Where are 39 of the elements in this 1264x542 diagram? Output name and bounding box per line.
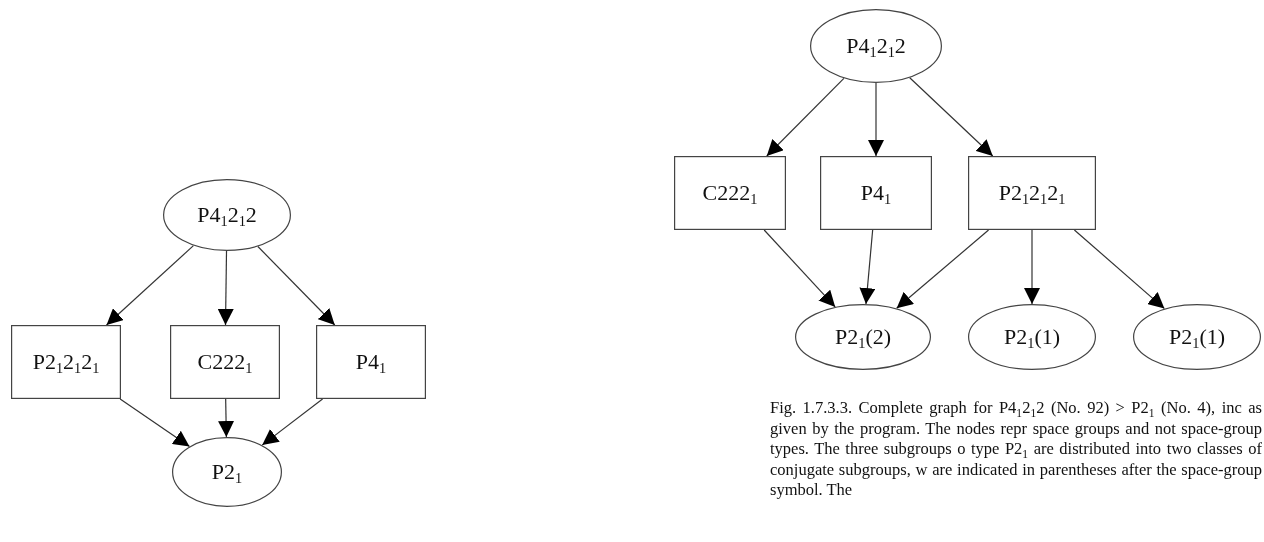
arrow	[119, 398, 191, 447]
node-label: P2$_{1}$	[211, 459, 243, 485]
node-label: P2$_{1}$(2)	[834, 324, 892, 350]
arrow	[868, 82, 884, 157]
ellipse-node	[795, 304, 931, 370]
ellipse-node	[968, 304, 1096, 370]
arrow	[105, 245, 195, 326]
box-node	[316, 325, 426, 399]
node-label: P2$_{1}$2$_{1}$2$_{1}$	[998, 180, 1066, 206]
figure-caption: Fig. 1.7.3.3. Complete graph for P4$_{1}$2$_{1}$2 (No. 92) > P2$_{1}$ (No. 4), inc as given by the program. The nodes repr space groups and not space-group types. The three subgroups o type P2$_{1}$ are distributed into two classes of conjugate subgroups, w are indicated in parentheses after the space-group symbol. The	[770, 398, 1262, 501]
arrow	[859, 229, 876, 305]
arrow	[217, 250, 234, 326]
node-label: P4$_{1}$	[860, 180, 892, 206]
arrow	[257, 245, 336, 326]
arrow	[766, 77, 845, 157]
arrow	[1073, 229, 1166, 310]
box-node	[11, 325, 121, 399]
node-label: C222$_{1}$	[702, 180, 758, 206]
node-label: P2$_{1}$2$_{1}$2$_{1}$	[32, 349, 100, 375]
box-node	[170, 325, 280, 399]
box-node	[820, 156, 932, 230]
node-label: P4$_{1}$2$_{1}$2	[197, 202, 257, 228]
node-label: C222$_{1}$	[197, 349, 253, 375]
node-label: P2$_{1}$(1)	[1003, 324, 1061, 350]
arrow	[1024, 229, 1040, 305]
node-label: P2$_{1}$(1)	[1168, 324, 1226, 350]
node-label: P4$_{1}$	[355, 349, 387, 375]
box-node	[674, 156, 786, 230]
ellipse-node	[163, 179, 291, 251]
ellipse-node	[172, 437, 282, 507]
arrow	[909, 77, 994, 157]
box-node	[968, 156, 1096, 230]
ellipse-node	[810, 9, 942, 83]
node-label: P4$_{1}$2$_{1}$2	[846, 33, 906, 59]
arrow	[261, 398, 324, 446]
ellipse-node	[1133, 304, 1261, 370]
arrow	[218, 398, 235, 438]
arrow	[896, 229, 990, 309]
arrow	[763, 229, 836, 308]
